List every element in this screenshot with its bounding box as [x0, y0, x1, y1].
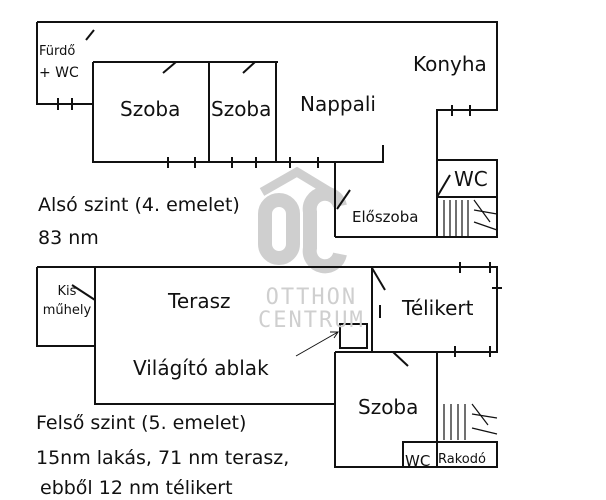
- label-bath: Fürdő + WC: [39, 44, 79, 83]
- label-room-upper: Szoba: [358, 395, 419, 419]
- caption-lower-area: 83 nm: [38, 227, 99, 249]
- caption-lower-level: Alsó szint (4. emelet): [38, 194, 240, 216]
- lower-level-walls: [36, 21, 498, 238]
- label-winter-garden: Télikert: [402, 296, 474, 320]
- caption-upper-extra: ebből 12 nm télikert: [40, 477, 233, 499]
- label-workshop-line1: Kis: [57, 284, 77, 299]
- label-wc-lower: WC: [454, 167, 488, 191]
- label-workshop-line2: műhely: [42, 303, 92, 319]
- caption-upper-level: Felső szint (5. emelet): [36, 412, 247, 434]
- label-living-room: Nappali: [300, 92, 376, 116]
- label-hall: Előszoba: [352, 208, 419, 226]
- label-skylight: Világító ablak: [133, 356, 269, 380]
- label-storage: Rakodó: [438, 452, 486, 467]
- label-room-2: Szoba: [211, 97, 272, 121]
- caption-upper-area: 15nm lakás, 71 nm terasz,: [36, 447, 290, 469]
- label-wc-upper: WC: [405, 452, 431, 470]
- upper-level-walls: [36, 262, 502, 468]
- label-bath-line2: + WC: [39, 65, 79, 82]
- watermark-text: OTTHON CENTRUM: [258, 286, 365, 332]
- label-workshop: Kis műhely: [40, 284, 94, 320]
- label-bath-line1: Fürdő: [39, 44, 76, 59]
- watermark-line2: CENTRUM: [258, 308, 365, 334]
- watermark-line1: OTTHON: [265, 285, 358, 310]
- label-terrace: Terasz: [168, 289, 231, 313]
- watermark-logo: [258, 166, 347, 274]
- label-kitchen: Konyha: [413, 52, 487, 76]
- label-room-1: Szoba: [120, 97, 181, 121]
